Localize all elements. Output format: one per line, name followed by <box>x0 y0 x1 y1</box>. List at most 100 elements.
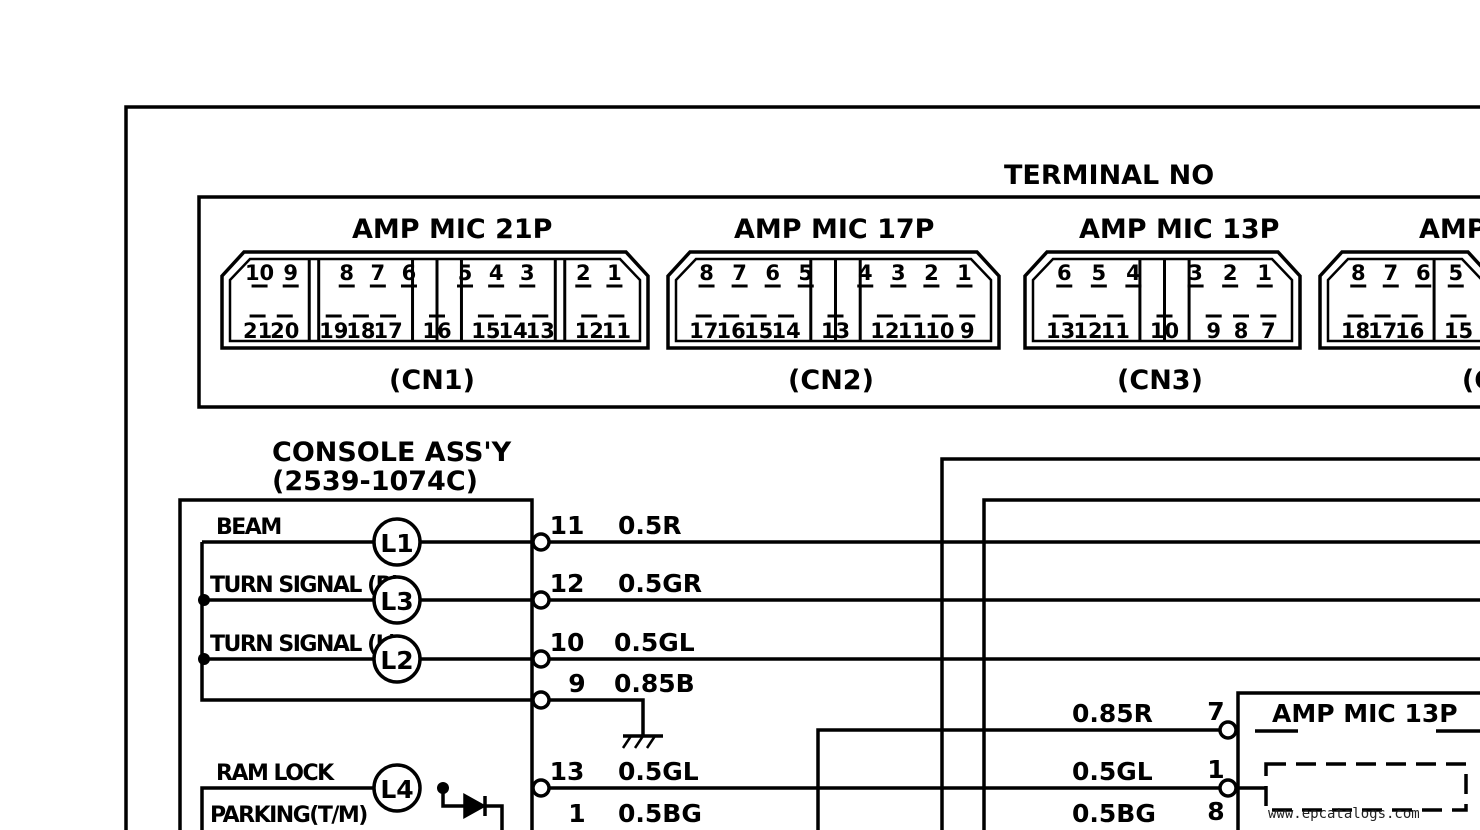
right-pin-number: 8 <box>1207 797 1224 826</box>
wire-0-85r <box>816 728 1219 830</box>
terminal-pin-number: 9 <box>568 669 585 698</box>
connector-pin: 16 <box>717 319 746 343</box>
signal-label: BEAM <box>216 515 281 540</box>
connector-housing <box>1318 250 1480 350</box>
right-wire-spec: 0.85R <box>1072 699 1153 728</box>
lamp-symbol <box>372 575 422 625</box>
connector-pin: 15 <box>1444 319 1473 343</box>
connector-pin: 12 <box>575 319 604 343</box>
connector-pin: 10 <box>925 319 954 343</box>
connector-housing-inner <box>228 257 642 343</box>
junction-dot <box>437 782 449 794</box>
lamp-label: L1 <box>380 529 413 558</box>
terminal-no-header: TERMINAL NO <box>1004 160 1214 191</box>
right-connector-dashed <box>1264 762 1468 812</box>
connector-pin: 16 <box>422 319 451 343</box>
connector-pin: 14 <box>498 319 527 343</box>
connector-pin: 9 <box>283 261 298 285</box>
connector-pin: 8 <box>1351 261 1366 285</box>
lamp-label: L3 <box>380 587 413 616</box>
connector-pin: 18 <box>1341 319 1370 343</box>
connector-pin: 8 <box>699 261 714 285</box>
connector-housing-inner <box>1031 257 1294 343</box>
wire-spec: 0.85B <box>614 669 695 698</box>
lamp-symbol <box>372 634 422 684</box>
connector-pin: 7 <box>732 261 747 285</box>
connector-pin: 7 <box>1261 319 1276 343</box>
connector-title: AMP MIC 21P <box>352 214 552 245</box>
terminal-point <box>531 532 551 552</box>
connector-pin: 9 <box>960 319 975 343</box>
connector-pin: 15 <box>471 319 500 343</box>
connector-pin: 17 <box>689 319 718 343</box>
connector-pin: 2 <box>924 261 939 285</box>
connector-pin: 14 <box>771 319 800 343</box>
terminal-pin-number: 13 <box>550 757 585 786</box>
connector-pin: 1 <box>1257 261 1272 285</box>
lamp-symbol <box>372 763 422 813</box>
signal-label: TURN SIGNAL (R) <box>210 573 400 598</box>
wire-spec: 0.5GL <box>614 628 695 657</box>
wire-spec: 0.5R <box>618 511 682 540</box>
terminal-point <box>531 778 551 798</box>
right-wire-spec: 0.5GL <box>1072 757 1153 786</box>
connector-pin: 12 <box>1073 319 1102 343</box>
connector-caption: (CN3) <box>1117 365 1203 396</box>
junction-dot <box>198 653 210 665</box>
diode-symbol <box>441 788 504 830</box>
connector-pin: 15 <box>744 319 773 343</box>
connector-pin: 5 <box>1448 261 1463 285</box>
right-connector-wire: 0.85R 7 <box>1072 697 1238 740</box>
connector-pin: 11 <box>898 319 927 343</box>
connector-pin: 17 <box>373 319 402 343</box>
signal-row: 9 0.85B <box>531 669 695 710</box>
connector-pin: 10 <box>1150 319 1179 343</box>
signal-label: RAM LOCK <box>216 761 335 786</box>
wire-spec: 0.5GR <box>618 569 702 598</box>
terminal-pin-number: 11 <box>550 511 585 540</box>
right-pin-number: 7 <box>1207 697 1224 726</box>
signal-label: TURN SIGNAL (L) <box>210 632 397 657</box>
connector-title: AMP <box>1419 214 1480 245</box>
connector-pin: 11 <box>602 319 631 343</box>
lamp-symbol <box>372 517 422 567</box>
terminal-point <box>1218 720 1238 740</box>
terminal-point <box>531 690 551 710</box>
connector-pin: 2 <box>1223 261 1238 285</box>
connector-pin: 3 <box>520 261 535 285</box>
connector-housing-inner <box>674 257 993 343</box>
lamp-label: L4 <box>380 775 413 804</box>
terminal-point <box>531 590 551 610</box>
bus-frame-inner <box>982 498 1480 830</box>
connector-housing <box>666 250 1001 350</box>
wire-spec: 0.5GL <box>618 757 699 786</box>
lamp-label: L2 <box>380 646 413 675</box>
connector-pin: 21 <box>243 319 272 343</box>
connector-title: AMP MIC 17P <box>734 214 934 245</box>
connector-pin: 13 <box>526 319 555 343</box>
connector-pin: 6 <box>1416 261 1431 285</box>
connector-pin: 8 <box>1234 319 1249 343</box>
connector-pin: 5 <box>1092 261 1107 285</box>
connector-housing <box>220 250 650 350</box>
console-box <box>178 498 534 830</box>
sheet-border <box>124 105 1480 830</box>
terminal-box <box>197 195 1480 409</box>
connector-housing <box>1023 250 1302 350</box>
connector-pin: 20 <box>270 319 299 343</box>
connector-pin: 5 <box>458 261 473 285</box>
connector-pin: 16 <box>1395 319 1424 343</box>
connector-title: AMP MIC 13P <box>1079 214 1279 245</box>
connector-pin: 7 <box>371 261 386 285</box>
connector-pin: 18 <box>346 319 375 343</box>
bus-frame-outer <box>940 457 1480 830</box>
console-left-bus-lower <box>200 786 378 830</box>
connector-caption: (CN1) <box>389 365 475 396</box>
connector-pin: 10 <box>245 261 274 285</box>
